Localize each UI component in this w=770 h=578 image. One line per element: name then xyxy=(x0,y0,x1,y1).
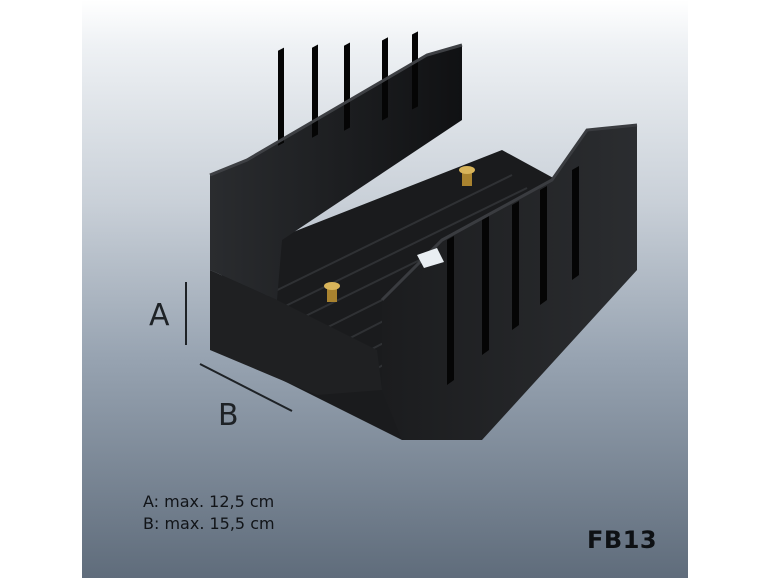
dimension-lines xyxy=(185,282,293,412)
miter-box-front-left xyxy=(210,270,382,395)
dimension-label-a: A xyxy=(149,298,170,333)
dimension-label-b: B xyxy=(218,398,239,433)
brass-pin-back xyxy=(459,166,475,186)
spec-line-a: A: max. 12,5 cm xyxy=(143,492,275,511)
dimension-line-b xyxy=(199,363,293,412)
spec-line-b: B: max. 15,5 cm xyxy=(143,514,275,533)
right-wall-slots xyxy=(447,166,579,385)
center-notch xyxy=(417,248,444,268)
miter-box-illustration xyxy=(209,31,638,440)
brass-pin-front xyxy=(324,282,340,302)
product-photo xyxy=(82,0,688,578)
miter-box-left-wall xyxy=(210,45,462,300)
product-code: FB13 xyxy=(587,526,658,554)
